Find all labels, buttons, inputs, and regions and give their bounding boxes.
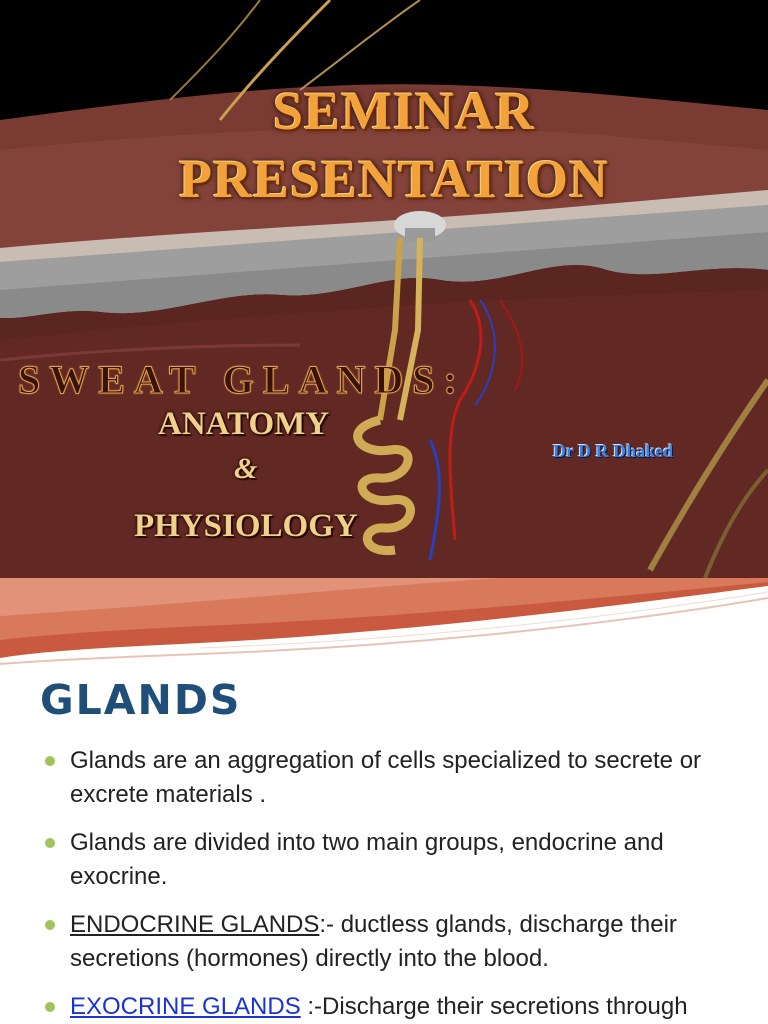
subtitle-ampersand: &: [234, 452, 258, 485]
endocrine-term: ENDOCRINE GLANDS: [70, 911, 320, 938]
bullet-dot-icon: [45, 920, 55, 930]
bullet-item: Glands are an aggregation of cells speci…: [0, 744, 768, 812]
bullet-item: Glands are divided into two main groups,…: [0, 826, 768, 894]
subtitle-physiology: PHYSIOLOGY: [134, 508, 358, 544]
title-line-2: PRESENTATION: [178, 149, 610, 209]
slide-heading: GLANDS: [40, 676, 242, 724]
bullet-item: EXOCRINE GLANDS :-Discharge their secret…: [0, 990, 768, 1024]
bullet-dot-icon: [45, 1002, 55, 1012]
exocrine-link[interactable]: EXOCRINE GLANDS: [70, 993, 301, 1020]
bullet-text: Glands are an aggregation of cells speci…: [70, 747, 702, 808]
author-name: Dr D R Dhaked: [553, 441, 674, 461]
bullet-item: ENDOCRINE GLANDS:- ductless glands, disc…: [0, 908, 768, 976]
title-line-1: SEMINAR: [272, 81, 536, 141]
content-slide: GLANDS Glands are an aggregation of cell…: [0, 578, 768, 1024]
bullet-text: :-Discharge their secretions through duc…: [307, 993, 688, 1020]
bullet-dot-icon: [45, 838, 55, 848]
subtitle-anatomy: ANATOMY: [158, 406, 330, 442]
bullet-list: Glands are an aggregation of cells speci…: [0, 744, 768, 1024]
bullet-text: Glands are divided into two main groups,…: [70, 829, 664, 890]
skin-cross-section-illustration: [0, 0, 768, 578]
title-slide: SEMINAR PRESENTATION SWEAT GLANDS: ANATO…: [0, 0, 768, 578]
slide-header-decoration: [0, 578, 768, 665]
subtitle-sweat-glands: SWEAT GLANDS:: [18, 357, 466, 403]
bullet-text: :- ductless glands, discharge their secr…: [70, 911, 677, 972]
bullet-dot-icon: [45, 756, 55, 766]
